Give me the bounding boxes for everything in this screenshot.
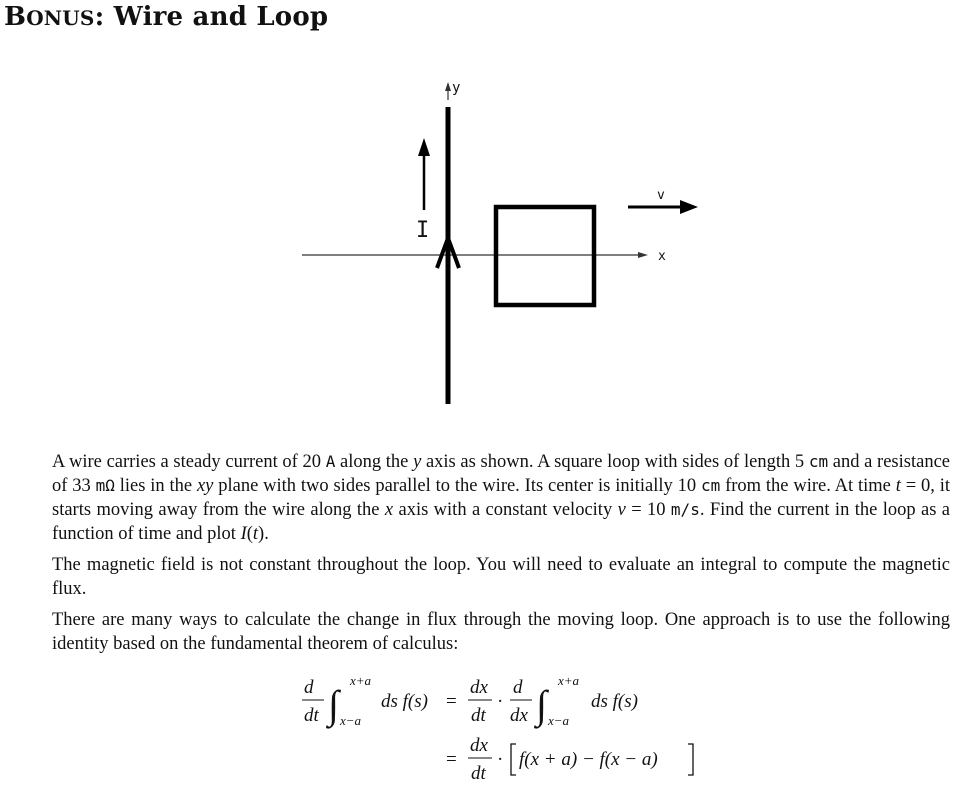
problem-paragraph-3: There are many ways to calculate the cha… [52, 610, 950, 654]
eq-integrand-1: ds f(s) [381, 691, 428, 712]
eq-lower-limit-2: x−a [547, 713, 570, 728]
page-title: BONUS: Wire and Loop [4, 2, 328, 32]
title-rest: : Wire and Loop [94, 2, 329, 32]
eq-dx-den: dx [510, 705, 529, 726]
problem-paragraph-2: The magnetic field is not constant throu… [52, 555, 950, 599]
current-arrow-head [418, 138, 430, 156]
problem-paragraph-1: A wire carries a steady current of 20 A … [52, 452, 951, 544]
unit-cm: cm [808, 452, 829, 471]
wire-current-chevron [435, 232, 461, 269]
x-axis-label: x [658, 249, 666, 264]
unit-mps: m/s [670, 500, 700, 519]
wire-loop-diagram: x y I v [302, 80, 698, 404]
y-axis-label: y [452, 80, 460, 96]
eq-d-num: d [304, 677, 314, 698]
eq-equals-2: = [446, 749, 457, 770]
eq-dot-2: · [497, 749, 503, 770]
x-axis-arrowhead [638, 252, 648, 258]
current-label: I [416, 218, 429, 243]
eq-d-num-2: d [513, 677, 523, 698]
eq-dt-den-2: dt [471, 705, 487, 726]
square-loop [493, 204, 597, 308]
eq-integrand-2: ds f(s) [591, 691, 638, 712]
eq-dt-den: dt [304, 705, 320, 726]
eq-equals-1: = [446, 691, 457, 712]
unit-amp: A [325, 452, 336, 471]
title-smallcaps: ONUS [26, 6, 95, 30]
unit-cm: cm [700, 476, 721, 495]
eq-dx-num-3: dx [470, 735, 489, 756]
eq-rhs-difference: f(x + a) − f(x − a) [519, 749, 658, 770]
integral-sign-1: ∫ [325, 682, 342, 729]
eq-dt-den-3: dt [471, 763, 487, 784]
eq-dot-1: · [497, 691, 503, 712]
velocity-label: v [657, 188, 665, 203]
integral-sign-2: ∫ [533, 682, 550, 729]
eq-upper-limit-1: x+a [349, 673, 372, 688]
velocity-arrow-head [680, 200, 698, 214]
y-axis-arrowhead [445, 82, 451, 91]
unit-milliohm: mΩ [95, 476, 115, 495]
eq-right-bracket [688, 743, 694, 776]
eq-lower-limit-1: x−a [339, 713, 362, 728]
title-initial: B [4, 2, 27, 32]
eq-upper-limit-2: x+a [557, 673, 580, 688]
eq-dx-num: dx [470, 677, 489, 698]
eq-left-bracket [510, 743, 516, 776]
